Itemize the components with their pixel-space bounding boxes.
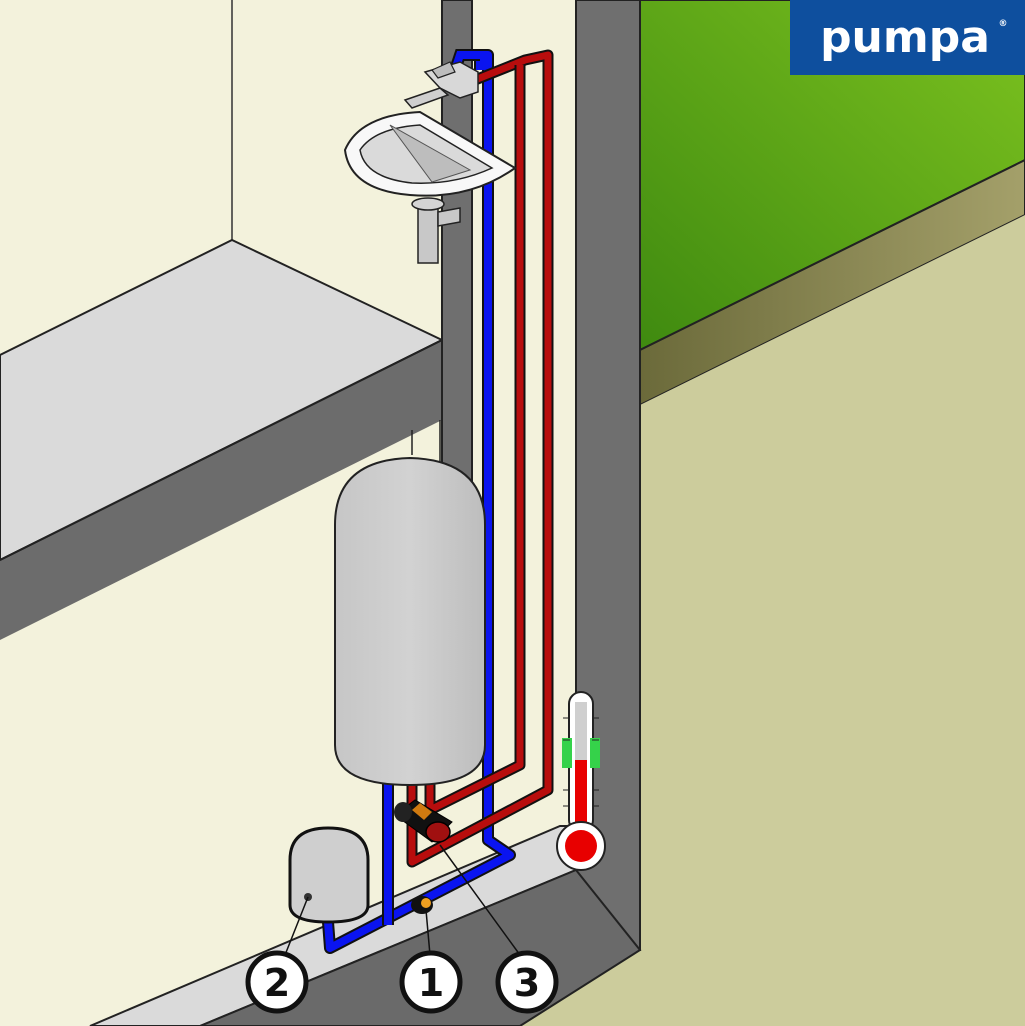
thermometer (556, 691, 606, 871)
pumpa-logo[interactable]: pumpa ® (790, 0, 1025, 75)
water-heater-tank[interactable] (334, 456, 486, 787)
callout-1: 1 (399, 950, 463, 1014)
leader-line-2 (284, 896, 309, 956)
ground-area (520, 215, 1025, 1026)
thermometer-fill (575, 760, 587, 830)
logo-registered-mark: ® (999, 19, 1008, 29)
faucet[interactable] (403, 61, 479, 109)
hot-water-pipe (426, 65, 524, 814)
callout-3-label: 3 (514, 961, 540, 1005)
wash-basin[interactable] (343, 110, 517, 264)
logo-background (790, 0, 1025, 75)
thermometer-band-right (590, 738, 600, 768)
hot-return-pipe (408, 51, 552, 866)
callout-1-label: 1 (418, 961, 444, 1005)
thermometer-band-left (562, 738, 572, 768)
floor-slab-edge (0, 339, 443, 561)
callout-2: 2 (245, 950, 309, 1014)
check-valve[interactable] (411, 896, 433, 914)
logo-text: pumpa (820, 12, 990, 63)
leader-line-1 (425, 909, 431, 956)
callout-3: 3 (495, 950, 559, 1014)
leader-line-3 (439, 844, 521, 956)
expansion-vessel[interactable] (288, 826, 370, 924)
callout-2-label: 2 (264, 961, 290, 1005)
circulation-pump[interactable] (394, 799, 453, 843)
